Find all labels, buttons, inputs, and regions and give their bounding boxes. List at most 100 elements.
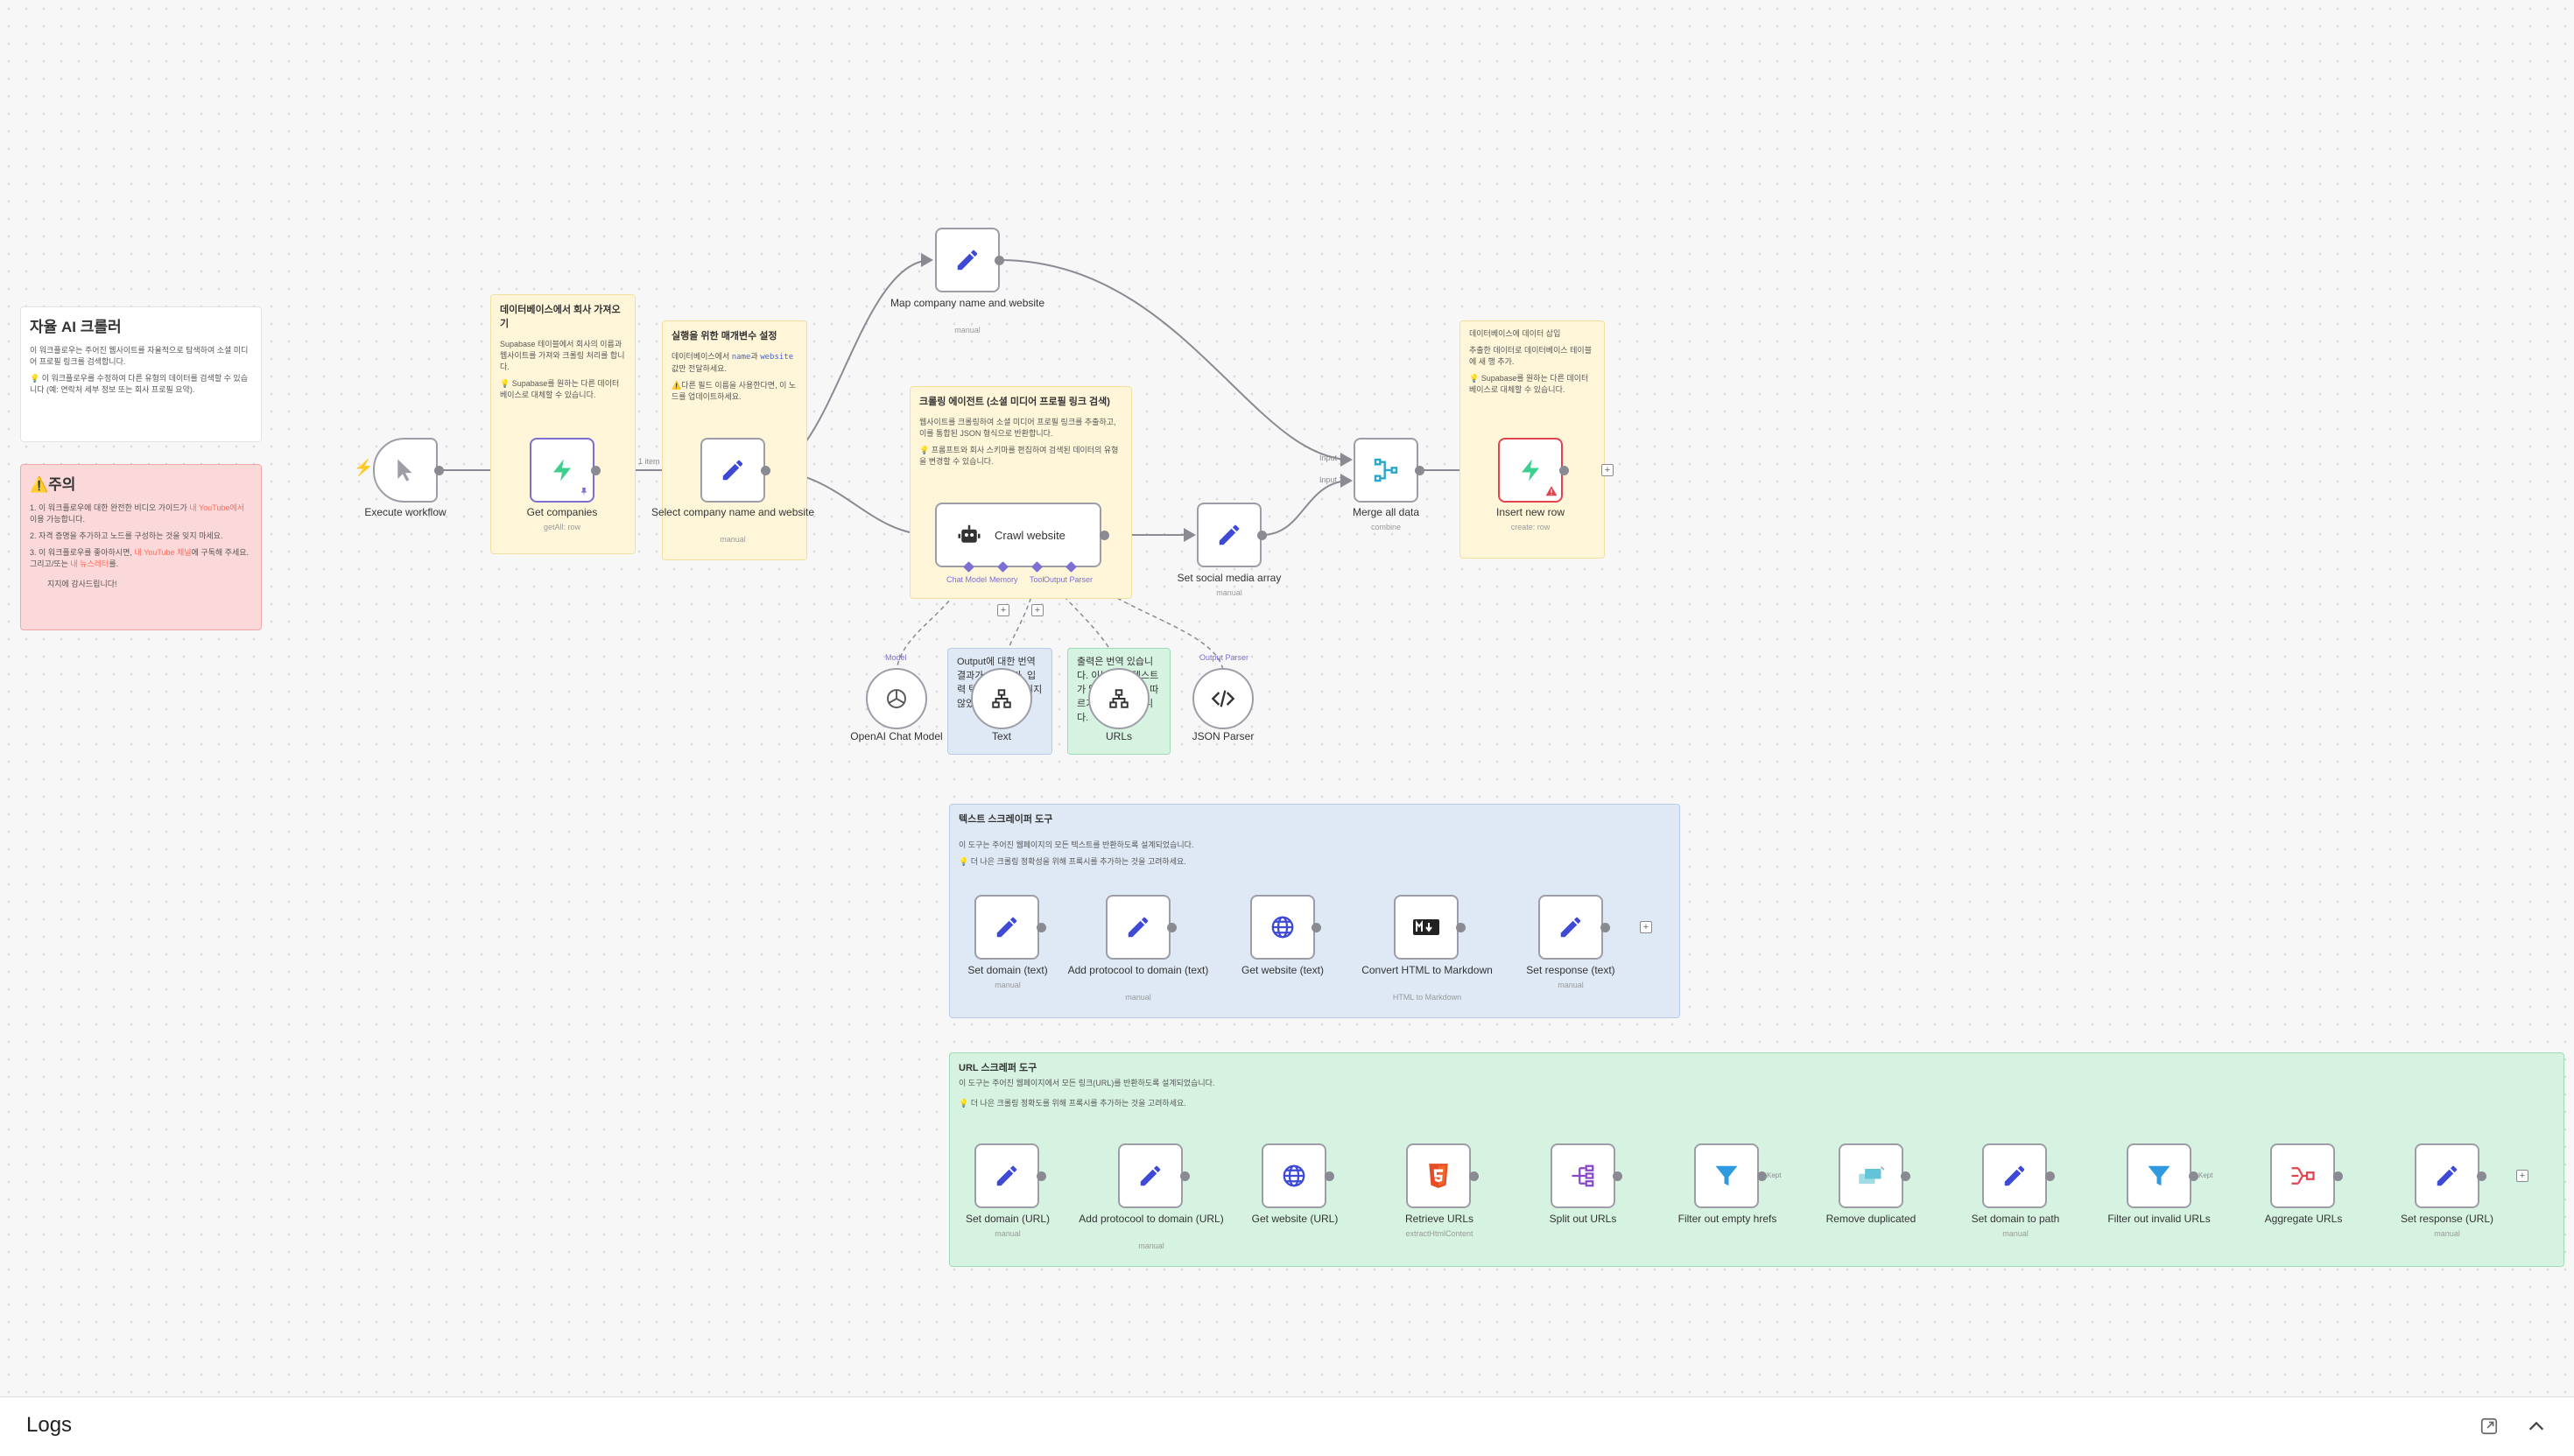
add-node-plus-icon[interactable]: + (2516, 1170, 2528, 1182)
node-merge[interactable] (1354, 438, 1418, 503)
add-memory-plus-icon[interactable]: + (997, 604, 1009, 616)
sticky-params-line2: ⚠️다른 필드 이름을 사용한다면, 이 노드를 업데이트하세요. (672, 381, 797, 402)
add-node-plus-icon[interactable]: + (1601, 464, 1614, 476)
node-sub: manual (954, 326, 981, 334)
port-out[interactable] (2333, 1171, 2343, 1181)
node-get-website-url[interactable] (1262, 1143, 1326, 1208)
node-label: Add protocool to domain (URL) (1079, 1213, 1224, 1225)
port-out[interactable] (2045, 1171, 2055, 1181)
port-out[interactable] (2189, 1171, 2198, 1181)
node-set-response-url[interactable] (2415, 1143, 2479, 1208)
edge-label-kept-1: Kept (1767, 1171, 1782, 1179)
edge-label-items: 1 item (638, 457, 660, 466)
warning-item-1: 1. 이 워크플로우에 대한 완전한 비디오 가이드가 내 YouTube에서 … (30, 503, 245, 524)
port-out[interactable] (1901, 1171, 1910, 1181)
node-add-protocol-text[interactable] (1106, 895, 1171, 960)
node-get-companies[interactable] (530, 438, 594, 503)
node-insert-row[interactable] (1498, 438, 1563, 503)
node-crawl-website[interactable]: Crawl website (935, 503, 1101, 567)
port-out[interactable] (1312, 923, 1321, 932)
node-execute-workflow[interactable] (373, 438, 438, 503)
port-out[interactable] (1180, 1171, 1190, 1181)
port-out[interactable] (1037, 1171, 1046, 1181)
node-retrieve-urls[interactable] (1406, 1143, 1471, 1208)
sticky-url-scraper-line1: 이 도구는 주어진 웹페이지에서 모든 링크(URL)를 반환하도록 설계되었습… (959, 1079, 1215, 1087)
node-urls-tool[interactable] (1088, 668, 1150, 729)
port-label-model: Model (885, 653, 907, 662)
logs-title: Logs (26, 1413, 73, 1437)
port-out[interactable] (1325, 1171, 1334, 1181)
node-label: Add protocool to domain (text) (1067, 964, 1209, 976)
sticky-fetch-line2: 💡 Supabase를 원하는 다른 데이터베이스로 대체할 수 있습니다. (500, 379, 620, 400)
youtube-channel-link[interactable]: 내 YouTube 채널 (134, 548, 192, 558)
openai-icon (887, 689, 906, 708)
node-remove-duplicated[interactable] (1839, 1143, 1903, 1208)
sticky-text-scraper-title: 텍스트 스크레이퍼 도구 (959, 814, 1053, 825)
port-out[interactable] (995, 256, 1004, 265)
node-sub: HTML to Markdown (1392, 993, 1462, 1002)
node-label: Select company name and website (651, 506, 815, 518)
node-set-domain-url[interactable] (974, 1143, 1039, 1208)
node-label: Convert HTML to Markdown (1361, 964, 1493, 976)
popout-button[interactable] (2474, 1411, 2504, 1441)
logs-panel[interactable]: Logs (0, 1396, 2574, 1456)
port-out[interactable] (1456, 923, 1466, 932)
add-tool-plus-icon[interactable]: + (1031, 604, 1044, 616)
node-map-company[interactable] (935, 228, 1000, 292)
sticky-warning[interactable]: ⚠️주의 1. 이 워크플로우에 대한 완전한 비디오 가이드가 내 YouTu… (20, 464, 262, 630)
port-out[interactable] (1415, 466, 1424, 475)
node-convert-markdown[interactable] (1394, 895, 1459, 960)
port-out[interactable] (1559, 466, 1569, 475)
dedupe-icon (1859, 1166, 1885, 1185)
cursor-icon (397, 459, 412, 482)
sticky-fetch-companies[interactable]: 데이터베이스에서 회사 가져오기 Supabase 테이블에서 회사의 이름과 … (490, 294, 636, 554)
youtube-link[interactable]: 내 YouTube에서 (189, 503, 245, 512)
node-aggregate-urls[interactable] (2270, 1143, 2335, 1208)
port-out[interactable] (591, 466, 601, 475)
sticky-fetch-title: 데이터베이스에서 회사 가져오기 (500, 305, 621, 329)
workflow-canvas[interactable]: 자율 AI 크롤러 이 워크플로우는 주어진 웹사이트를 자율적으로 탐색하여 … (0, 0, 2574, 1396)
port-out[interactable] (1613, 1171, 1622, 1181)
node-set-social[interactable] (1197, 503, 1262, 567)
node-set-domain-text[interactable] (974, 895, 1039, 960)
node-openai-chat-model[interactable] (866, 668, 927, 729)
node-set-domain-path[interactable] (1982, 1143, 2047, 1208)
port-out[interactable] (1100, 531, 1109, 540)
node-label: Get website (URL) (1251, 1213, 1339, 1225)
node-select-company[interactable] (700, 438, 765, 503)
sticky-intro-line1: 이 워크플로우는 주어진 웹사이트를 자율적으로 탐색하여 소셜 미디어 프로필… (30, 346, 249, 367)
node-set-response-text[interactable] (1538, 895, 1603, 960)
node-get-website-text[interactable] (1250, 895, 1315, 960)
port-label-output-parser-2: Output Parser (1199, 653, 1249, 662)
add-node-plus-icon[interactable]: + (1640, 921, 1652, 933)
node-label: Execute workflow (364, 506, 447, 518)
node-json-parser[interactable] (1192, 668, 1254, 729)
port-out[interactable] (2477, 1171, 2486, 1181)
port-out[interactable] (1167, 923, 1177, 932)
pencil-icon (957, 250, 978, 271)
node-filter-empty[interactable] (1694, 1143, 1759, 1208)
port-out[interactable] (1037, 923, 1046, 932)
supabase-icon (1522, 459, 1539, 482)
port-out[interactable] (1257, 531, 1267, 540)
port-out[interactable] (1469, 1171, 1479, 1181)
port-out[interactable] (1600, 923, 1610, 932)
node-label: JSON Parser (1192, 730, 1255, 742)
node-sub: extractHtmlContent (1405, 1229, 1473, 1238)
expand-logs-button[interactable] (2521, 1411, 2551, 1441)
port-label-chat-model: Chat Model (946, 575, 988, 584)
html5-icon (1429, 1164, 1448, 1188)
pencil-icon (1219, 524, 1240, 545)
node-split-urls[interactable] (1551, 1143, 1615, 1208)
sticky-crawl-title: 크롤링 에이전트 (소셜 미디어 프로필 링크 검색) (919, 397, 1110, 407)
node-text-tool[interactable] (971, 668, 1032, 729)
node-filter-invalid[interactable] (2127, 1143, 2191, 1208)
newsletter-link[interactable]: 내 뉴스레터 (70, 559, 109, 569)
port-out[interactable] (761, 466, 770, 475)
sticky-insert-title: 데이터베이스에 데이터 삽입 (1469, 329, 1561, 338)
sticky-crawl-line2: 💡 프롬프트와 회사 스키마를 편집하여 검색된 데이터의 유형을 변경할 수 … (919, 446, 1119, 467)
node-add-protocol-url[interactable] (1118, 1143, 1183, 1208)
sticky-intro[interactable]: 자율 AI 크롤러 이 워크플로우는 주어진 웹사이트를 자율적으로 탐색하여 … (20, 306, 262, 442)
port-out[interactable] (434, 466, 444, 475)
port-out[interactable] (1757, 1171, 1767, 1181)
